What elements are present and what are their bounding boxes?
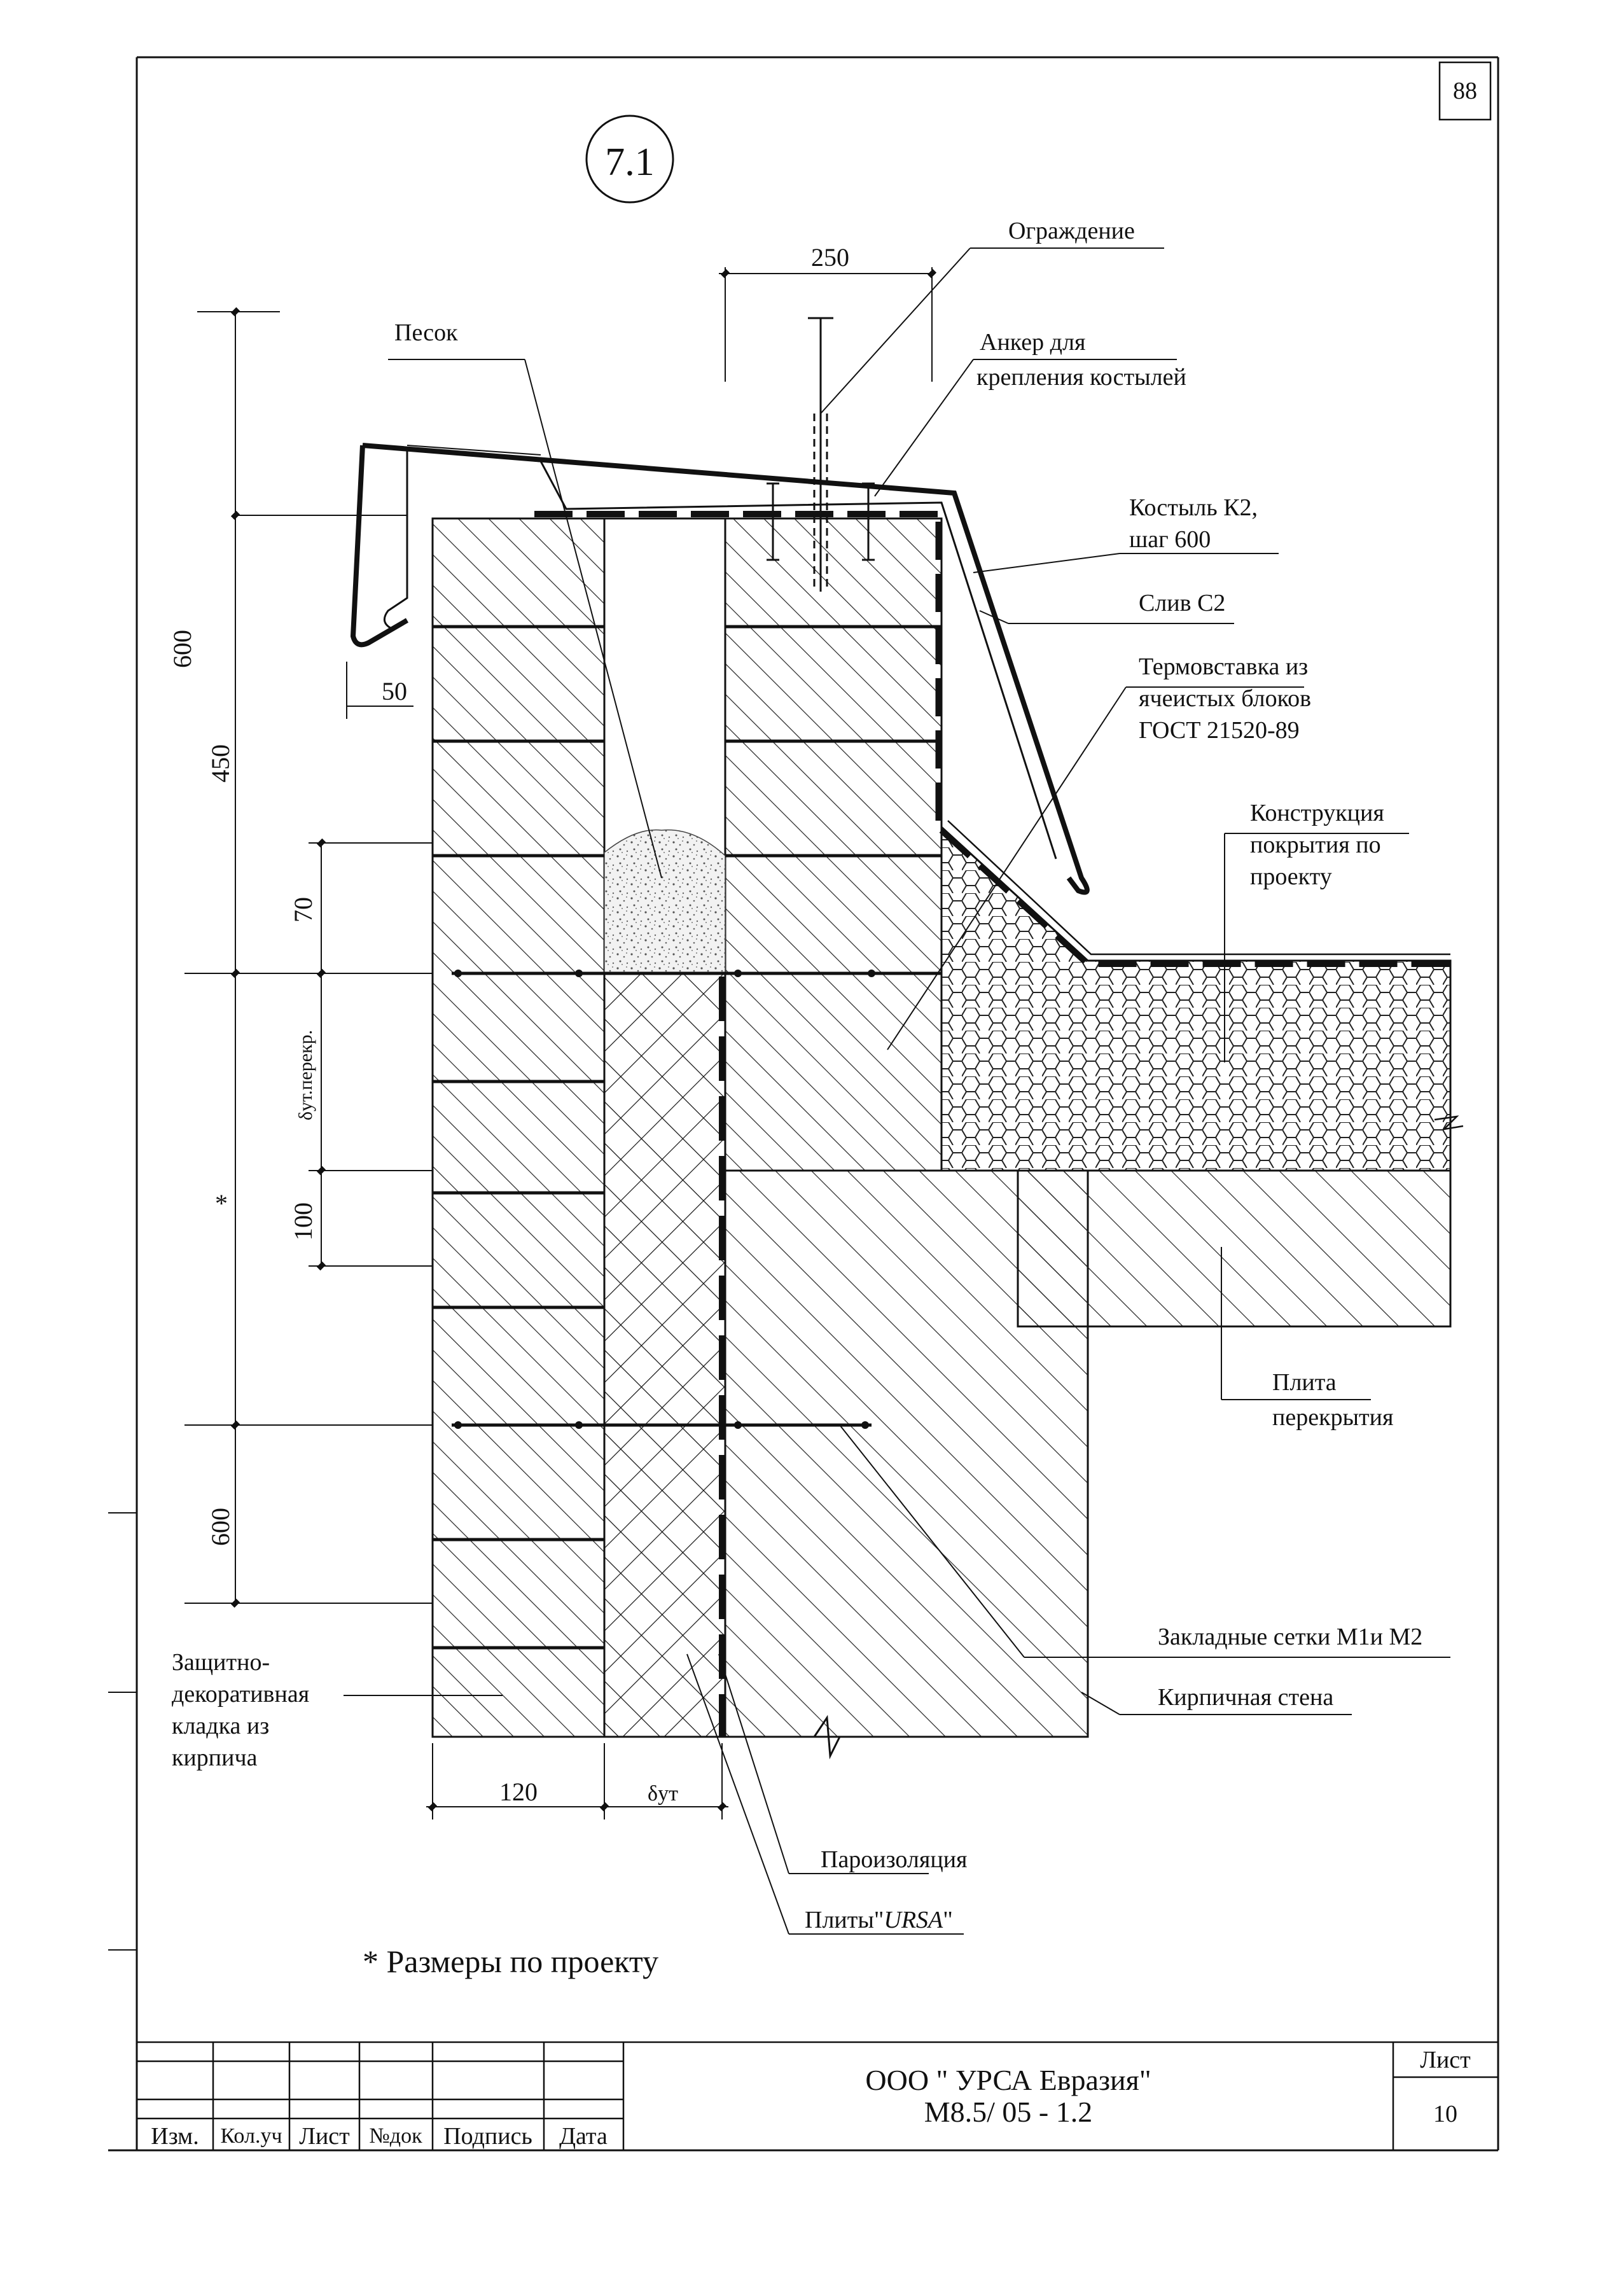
tb-ndok: №док [369,2124,422,2148]
label-sliv: Слив С2 [1139,590,1225,616]
leader-lines [344,247,1450,1935]
label-zashch-3: кладка из [172,1713,269,1739]
label-zashch-1: Защитно- [172,1649,270,1676]
section-drawing [350,317,1464,1760]
label-plita-2: перекрытия [1272,1404,1393,1431]
label-termo-2: ячеистых блоков [1139,685,1311,712]
dim-600-bottom: 600 [206,1508,235,1546]
tb-doc-code: М8.5/ 05 - 1.2 [924,2096,1093,2128]
dim-120: 120 [499,1778,538,1806]
thermal-insert-block [724,972,943,1172]
label-ograzhdenie: Ограждение [1008,218,1135,244]
label-konstr-3: проекту [1250,863,1332,890]
ursa-insulation [603,972,726,1738]
tb-sheet-label: Лист [1420,2047,1471,2073]
parapet-brick [724,517,943,975]
sheet-frame [108,56,1499,2152]
tb-company: ООО " УРСА Евразия" [865,2064,1151,2096]
label-zashch-4: кирпича [172,1744,258,1771]
label-konstr-2: покрытия по [1250,831,1381,858]
crutch-k2-top [406,445,541,456]
tb-list: Лист [299,2123,350,2150]
detail-number: 7.1 [605,141,655,184]
floor-slab [1017,1169,1452,1328]
labels: Ограждение Песок Анкер для крепления кос… [172,218,1422,1979]
mesh-points [454,970,875,1429]
tb-izm: Изм. [151,2123,198,2150]
brick-joints [433,625,941,1650]
tb-kol-uch: Кол.уч [220,2124,282,2148]
dim-50: 50 [382,677,407,706]
break-mark [813,1715,841,1760]
dim-250: 250 [811,243,849,272]
dimension-ticks [230,268,937,1812]
sand-fill [604,829,726,974]
decorative-brick-layer [431,517,606,1738]
label-plity-ursa: Плиты"URSA" [805,1907,953,1933]
label-plita-1: Плита [1272,1369,1337,1396]
footnote: * Размеры по проекту [363,1944,658,1979]
detail-marker: 7.1 [585,115,674,204]
page-number: 88 [1453,78,1477,104]
dim-450: 450 [206,744,235,783]
dim-delta-ut: δут [648,1782,678,1805]
roof-insulation [940,824,1452,1172]
embedded-meshes [452,971,941,1427]
label-kostyl-2: шаг 600 [1129,526,1211,553]
roofing-membrane [939,828,1450,967]
tb-sheet-number: 10 [1433,2101,1457,2127]
dim-600-top: 600 [168,630,197,668]
label-pesok: Песок [394,319,458,346]
roofing-layer [947,820,1450,956]
label-konstr-1: Конструкция [1250,800,1384,826]
tb-podpis: Подпись [443,2123,532,2150]
label-anker-2: крепления костылей [976,364,1186,391]
dim-delta-ut-perekr: δут.перекр. [295,1030,316,1120]
label-setki: Закладные сетки М1и М2 [1158,1624,1422,1650]
label-zashch-2: декоративная [172,1681,309,1708]
tb-data: Дата [559,2123,608,2150]
dim-star: * [215,1189,228,1218]
label-termo-1: Термовставка из [1139,653,1308,680]
dim-70: 70 [289,897,317,922]
title-block: Изм. Кол.уч Лист №док Подпись Дата ООО "… [137,2041,1498,2150]
label-anker-1: Анкер для [980,329,1085,356]
label-kirpichnaya-stena: Кирпичная стена [1158,1684,1333,1711]
railing-post [808,317,833,592]
label-paroizolyaciya: Пароизоляция [821,1846,968,1873]
coping-front-drip [350,445,409,648]
anchors [767,482,875,561]
dim-100: 100 [289,1202,317,1241]
break-mark-right [1434,1115,1464,1131]
coping-flashing [362,443,1090,895]
page-number-box: 88 [1438,61,1492,121]
label-kostyl-1: Костыль К2, [1129,494,1258,521]
crutch-k2 [383,447,1057,859]
label-termo-3: ГОСТ 21520-89 [1139,717,1300,744]
